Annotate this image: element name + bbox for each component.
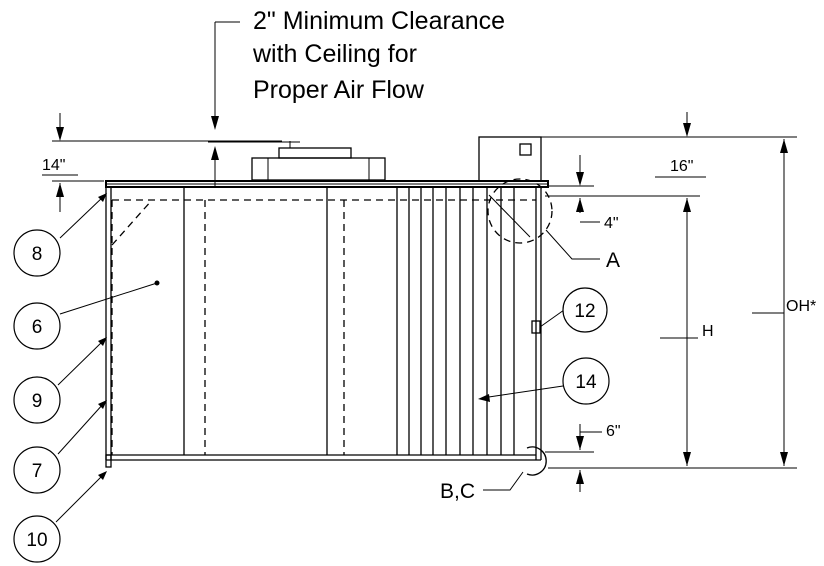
dimension-16in: 16" bbox=[541, 112, 797, 187]
callout-6: 6 bbox=[13, 282, 158, 350]
callout-8: 8 bbox=[13, 193, 107, 277]
callout-14-label: 14 bbox=[575, 372, 597, 393]
callout-12: 12 bbox=[539, 287, 608, 333]
top-fan-assembly bbox=[251, 141, 386, 181]
callout-9-label: 9 bbox=[32, 391, 43, 412]
callout-14: 14 bbox=[478, 357, 610, 405]
dimension-h-label: H bbox=[702, 323, 714, 340]
callout-7-label: 7 bbox=[32, 461, 43, 482]
callout-7: 7 bbox=[13, 400, 107, 494]
clearance-note-line-3: Proper Air Flow bbox=[253, 76, 425, 104]
callout-6-label: 6 bbox=[32, 317, 43, 338]
callout-9: 9 bbox=[13, 337, 107, 424]
callout-12-label: 12 bbox=[574, 301, 595, 322]
callout-8-label: 8 bbox=[32, 244, 43, 265]
dimension-6in-label: 6" bbox=[606, 423, 621, 440]
dimension-h: H bbox=[548, 195, 797, 469]
detail-bc: B,C bbox=[440, 446, 547, 503]
dimension-4in: 4" bbox=[545, 195, 619, 232]
callout-10: 10 bbox=[13, 471, 107, 563]
detail-a: A bbox=[487, 178, 620, 272]
enclosure bbox=[105, 187, 541, 468]
callout-10-label: 10 bbox=[26, 530, 47, 551]
clearance-note-line-2: with Ceiling for bbox=[252, 40, 417, 68]
right-duct bbox=[478, 136, 542, 460]
clearance-note: 2" Minimum Clearance with Ceiling for Pr… bbox=[208, 7, 505, 188]
top-plate bbox=[105, 180, 549, 188]
dimension-16in-label: 16" bbox=[670, 158, 693, 175]
dimension-14in-label: 14" bbox=[42, 157, 65, 174]
dimension-14in: 14" bbox=[42, 113, 282, 212]
dimension-4in-label: 4" bbox=[604, 215, 619, 232]
dimension-oh-label: OH* bbox=[786, 298, 816, 315]
detail-bc-label: B,C bbox=[440, 480, 475, 503]
dimension-oh: OH* bbox=[752, 139, 816, 466]
detail-a-label: A bbox=[606, 249, 620, 272]
clearance-note-line-1: 2" Minimum Clearance bbox=[253, 7, 505, 35]
dimension-6in: 6" bbox=[545, 423, 621, 492]
